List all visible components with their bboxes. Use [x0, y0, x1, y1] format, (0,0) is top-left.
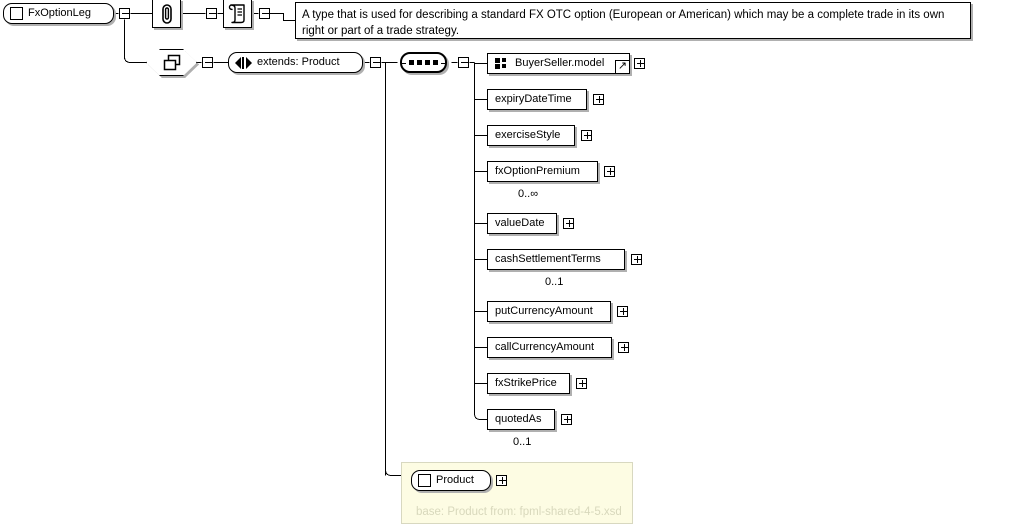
scroll-icon — [228, 4, 245, 24]
child-expander-quotedas[interactable] — [561, 414, 572, 425]
annotation-paperclip-box[interactable] — [152, 0, 181, 28]
sequence-compositor[interactable] — [400, 52, 447, 73]
child-expander-exercisestyle[interactable] — [581, 130, 592, 141]
child-expander-callcurrencyamount[interactable] — [618, 342, 629, 353]
cardinality-cashsettlementterms: 0..1 — [545, 276, 564, 288]
sequence-dot — [417, 60, 422, 65]
root-expander[interactable] — [119, 8, 130, 19]
sequence-dot — [425, 60, 430, 65]
child-label: fxOptionPremium — [495, 165, 580, 177]
child-node-buyerseller-model[interactable]: BuyerSeller.model ↗ — [487, 53, 630, 74]
child-node-fxstrikeprice[interactable]: fxStrikePrice — [487, 373, 570, 394]
element-square-icon — [418, 474, 431, 487]
base-type-label: Product — [436, 474, 474, 486]
extension-label: extends: Product — [257, 56, 340, 68]
child-expander-putcurrencyamount[interactable] — [617, 306, 628, 317]
child-label: exerciseStyle — [495, 129, 561, 141]
extension-expander[interactable] — [370, 57, 381, 68]
documentation-expander[interactable] — [259, 8, 270, 19]
child-label: quotedAs — [495, 413, 542, 425]
child-node-expirydatetime[interactable]: expiryDateTime — [487, 89, 587, 110]
complex-content-icon — [161, 53, 183, 73]
child-expander-fxstrikeprice[interactable] — [576, 378, 587, 389]
complex-content-node[interactable] — [146, 49, 197, 76]
child-node-valuedate[interactable]: valueDate — [487, 213, 557, 234]
child-label: BuyerSeller.model — [515, 57, 605, 69]
extension-node[interactable]: extends: Product — [228, 52, 363, 73]
extension-icon — [235, 56, 252, 69]
child-label: cashSettlementTerms — [495, 253, 601, 265]
child-node-callcurrencyamount[interactable]: callCurrencyAmount — [487, 337, 612, 358]
root-element-FxOptionLeg[interactable]: FxOptionLeg — [3, 3, 114, 24]
child-expander-valuedate[interactable] — [563, 218, 574, 229]
sequence-dot — [409, 60, 414, 65]
base-type-expander[interactable] — [496, 475, 507, 486]
child-node-putcurrencyamount[interactable]: putCurrencyAmount — [487, 301, 611, 322]
element-square-icon — [10, 7, 23, 20]
base-type-node-Product[interactable]: Product — [411, 470, 491, 491]
model-group-icon — [495, 58, 508, 69]
sequence-expander[interactable] — [458, 57, 469, 68]
child-node-cashsettlementterms[interactable]: cashSettlementTerms — [487, 249, 625, 270]
annotation-expander[interactable] — [206, 8, 217, 19]
annotation-text: A type that is used for describing a sta… — [302, 9, 945, 37]
sequence-dot — [433, 60, 438, 65]
base-type-note: base: Product from: fpml-shared-4-5.xsd — [416, 506, 622, 518]
child-node-exercisestyle[interactable]: exerciseStyle — [487, 125, 575, 146]
child-expander-expirydatetime[interactable] — [593, 94, 604, 105]
paperclip-icon — [161, 3, 172, 24]
child-label: valueDate — [495, 217, 545, 229]
complex-content-expander[interactable] — [202, 57, 213, 68]
root-element-label: FxOptionLeg — [28, 7, 91, 19]
child-expander-cashsettlementterms[interactable] — [631, 254, 642, 265]
annotation-text-box: A type that is used for describing a sta… — [295, 2, 971, 39]
child-label: expiryDateTime — [495, 93, 572, 105]
child-label: callCurrencyAmount — [495, 341, 595, 353]
child-expander-fxoptionpremium[interactable] — [604, 166, 615, 177]
reference-arrow-icon[interactable]: ↗ — [615, 60, 630, 74]
documentation-scroll-box[interactable] — [223, 0, 252, 28]
child-node-fxoptionpremium[interactable]: fxOptionPremium — [487, 161, 598, 182]
child-node-quotedas[interactable]: quotedAs — [487, 409, 555, 430]
child-label: fxStrikePrice — [495, 377, 557, 389]
cardinality-fxoptionpremium: 0..∞ — [518, 188, 539, 200]
child-expander-buyerseller-model[interactable] — [634, 58, 645, 69]
cardinality-quotedas: 0..1 — [513, 436, 532, 448]
child-label: putCurrencyAmount — [495, 305, 593, 317]
